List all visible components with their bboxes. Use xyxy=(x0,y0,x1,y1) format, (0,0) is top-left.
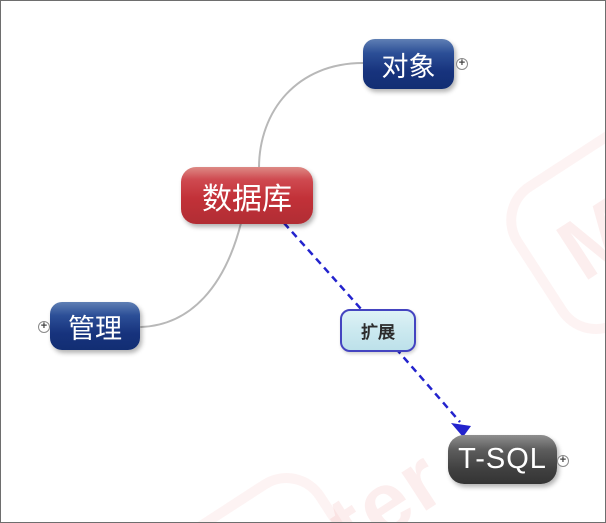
branch-line-object xyxy=(258,62,364,169)
topic-tsql[interactable]: T-SQL xyxy=(448,435,557,484)
plus-icon: + xyxy=(40,320,48,332)
relationship-arrowhead xyxy=(451,423,471,437)
callout-extension-label: 扩展 xyxy=(361,323,395,342)
topic-database[interactable]: 数据库 xyxy=(181,167,313,224)
topic-management[interactable]: 管理 xyxy=(50,302,140,350)
expand-button-management[interactable]: + xyxy=(38,321,50,333)
plus-icon: + xyxy=(559,454,567,466)
topic-tsql-label: T-SQL xyxy=(458,443,547,475)
topic-object[interactable]: 对象 xyxy=(363,39,454,89)
topic-database-label: 数据库 xyxy=(202,182,292,216)
topic-object-label: 对象 xyxy=(381,51,436,82)
branch-line-management xyxy=(140,222,242,328)
expand-button-object[interactable]: + xyxy=(456,58,468,70)
topic-management-label: 管理 xyxy=(68,313,122,344)
plus-icon: + xyxy=(458,57,466,69)
expand-button-tsql[interactable]: + xyxy=(557,455,569,467)
relationship-line-dashed xyxy=(283,222,461,423)
callout-extension[interactable]: 扩展 xyxy=(340,309,416,352)
